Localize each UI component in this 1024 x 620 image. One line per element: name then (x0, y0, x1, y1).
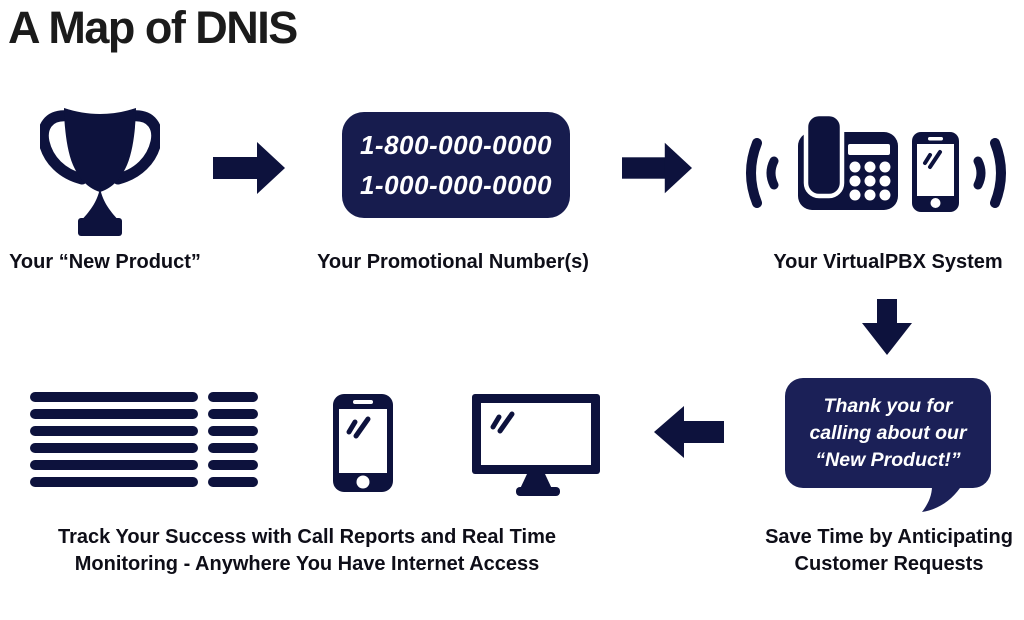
promo-numbers-box: 1-800-000-0000 1-000-000-0000 (342, 112, 570, 218)
report-lines-icon (30, 392, 258, 487)
promo-caption: Your Promotional Number(s) (317, 251, 589, 273)
arrow-right-icon (213, 142, 285, 194)
desk-phone-icon (798, 112, 898, 210)
monitor-icon (472, 394, 600, 496)
greeting-caption: Save Time by Anticipating Customer Reque… (765, 526, 1013, 575)
product-caption: Your “New Product” (9, 251, 201, 273)
arrow-left-icon (654, 406, 724, 458)
mobile-phone-icon (912, 132, 959, 212)
bubble-line-1: Thank you for (823, 394, 953, 417)
speech-bubble: Thank you for calling about our “New Pro… (785, 378, 991, 488)
promo-number-2: 1-000-000-0000 (359, 169, 553, 200)
trophy-icon (40, 108, 160, 236)
pbx-caption: Your VirtualPBX System (773, 251, 1003, 273)
smartphone-icon (333, 394, 393, 492)
sound-waves-left-icon (746, 138, 779, 208)
arrow-down-icon (862, 299, 912, 355)
promo-number-1: 1-800-000-0000 (359, 129, 553, 160)
speech-bubble-tail (922, 486, 960, 512)
arrow-right-icon (622, 142, 692, 194)
tracking-caption: Track Your Success with Call Reports and… (58, 526, 556, 575)
bubble-line-3: “New Product!” (815, 448, 961, 471)
bubble-line-2: calling about our (809, 421, 967, 444)
sound-waves-right-icon (973, 138, 1006, 208)
page-title: A Map of DNIS (8, 2, 298, 53)
